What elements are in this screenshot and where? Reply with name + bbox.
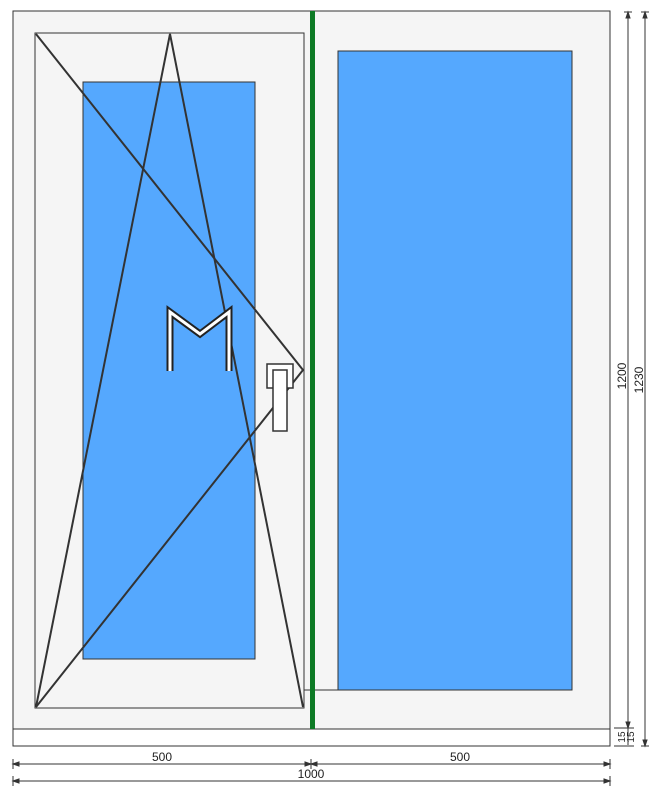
dimension-label-left-width: 500 <box>152 750 172 764</box>
dimension-label-sill-b: 15 <box>626 731 637 743</box>
dimension-total-width <box>11 776 612 786</box>
dimension-label-total-width: 1000 <box>298 767 325 781</box>
dimension-sill <box>614 727 634 747</box>
dimension-right-width <box>309 759 612 769</box>
turn-opening-lines <box>35 33 305 708</box>
window-handle-icon[interactable] <box>266 363 294 432</box>
dimension-outer-height <box>641 10 649 748</box>
right-glass-pane <box>337 50 573 691</box>
dimension-label-outer-height: 1230 <box>632 366 646 393</box>
casement-m-mark-icon <box>166 304 233 371</box>
dimension-left-width <box>11 759 313 769</box>
mullion <box>310 11 315 729</box>
dimension-label-inner-height: 1200 <box>615 362 629 389</box>
tilt-opening-lines <box>35 33 304 708</box>
dimension-label-sill-a: 15 <box>617 731 628 743</box>
sill-profile <box>12 728 611 747</box>
dimension-inner-height <box>624 10 632 745</box>
dimension-label-right-width: 500 <box>450 750 470 764</box>
